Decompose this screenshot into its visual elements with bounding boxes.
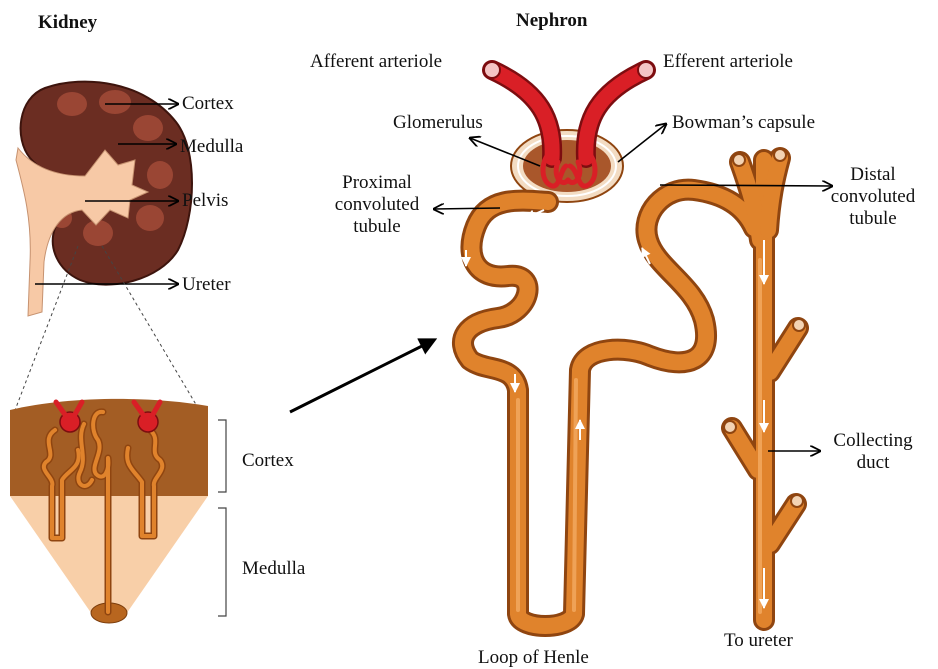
collecting-line-1: Collecting [818, 430, 928, 452]
nephron-title: Nephron [516, 10, 587, 32]
pct-line-1: Proximal [318, 172, 436, 194]
kidney-section [10, 399, 226, 623]
section-cortex-label: Cortex [242, 450, 294, 472]
bowmans-capsule-label: Bowman’s capsule [672, 112, 815, 134]
kidney-ureter-label: Ureter [182, 274, 231, 296]
dct-line-3: tubule [818, 208, 928, 230]
kidney-pelvis-label: Pelvis [182, 190, 228, 212]
proximal-convoluted-tubule-label: Proximal convoluted tubule [318, 172, 436, 238]
to-ureter-label: To ureter [724, 630, 793, 652]
distal-convoluted-tubule-label: Distal convoluted tubule [818, 164, 928, 230]
pct-line-3: tubule [318, 216, 436, 238]
afferent-arteriole-label: Afferent arteriole [310, 51, 442, 73]
collecting-duct-label: Collecting duct [818, 430, 928, 474]
pct-line-2: convoluted [318, 194, 436, 216]
efferent-arteriole-label: Efferent arteriole [663, 51, 793, 73]
collecting-line-2: duct [818, 452, 928, 474]
kidney-cortex-label: Cortex [182, 93, 234, 115]
dct-line-1: Distal [818, 164, 928, 186]
section-medulla-label: Medulla [242, 558, 305, 580]
loop-of-henle-label: Loop of Henle [478, 647, 589, 669]
nephron-illustration [434, 62, 832, 626]
dct-line-2: convoluted [818, 186, 928, 208]
kidney-medulla-label: Medulla [180, 136, 243, 158]
glomerulus-label: Glomerulus [393, 112, 483, 134]
kidney-illustration [12, 82, 204, 418]
kidney-title: Kidney [38, 12, 97, 34]
